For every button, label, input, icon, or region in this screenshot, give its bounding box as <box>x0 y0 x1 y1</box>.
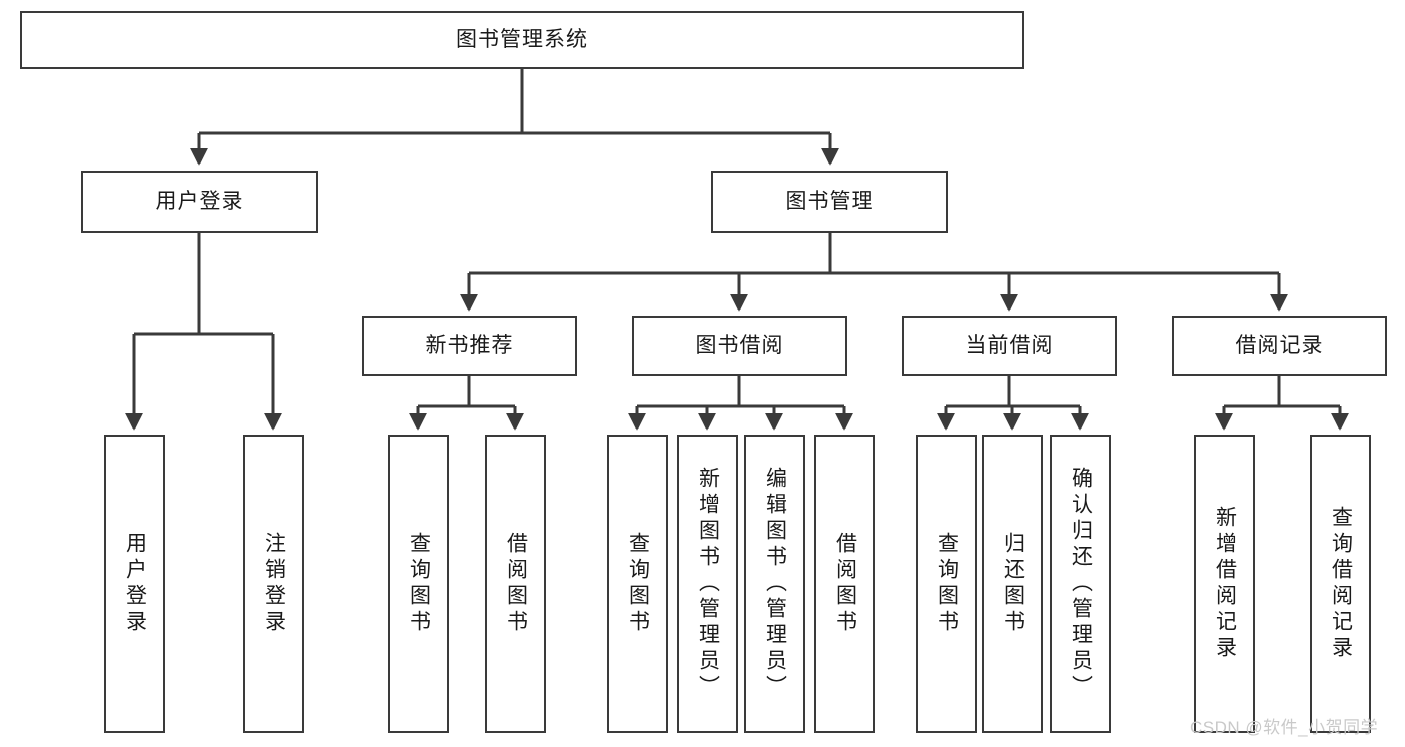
node-label: 确认归还（管理员） <box>1069 467 1093 701</box>
node-label: 新增图书（管理员） <box>696 467 720 701</box>
node-current-borrowing[interactable]: 当前借阅 <box>902 316 1117 376</box>
leaf-confirm-return-admin[interactable]: 确认归还（管理员） <box>1050 435 1111 733</box>
leaf-user-logout[interactable]: 注销登录 <box>243 435 304 733</box>
leaf-user-login[interactable]: 用户登录 <box>104 435 165 733</box>
node-label: 新书推荐 <box>425 334 514 358</box>
leaf-edit-book-admin[interactable]: 编辑图书（管理员） <box>744 435 805 733</box>
node-label: 图书借阅 <box>695 334 784 358</box>
node-label: 当前借阅 <box>965 334 1054 358</box>
leaf-borrow-book[interactable]: 借阅图书 <box>814 435 875 733</box>
node-label: 用户登录 <box>123 532 147 636</box>
node-label: 图书管理系统 <box>456 28 588 52</box>
node-label: 用户登录 <box>155 190 244 214</box>
node-label: 归还图书 <box>1001 532 1025 636</box>
leaf-query-book-current[interactable]: 查询图书 <box>916 435 977 733</box>
node-label: 查询图书 <box>626 532 650 636</box>
node-user-login[interactable]: 用户登录 <box>81 171 318 233</box>
watermark-text: CSDN @软件_小贺同学 <box>1190 718 1379 737</box>
node-label: 新增借阅记录 <box>1213 506 1237 662</box>
node-label: 查询图书 <box>407 532 431 636</box>
node-root-book-management-system[interactable]: 图书管理系统 <box>20 11 1024 69</box>
leaf-query-book-borrowing[interactable]: 查询图书 <box>607 435 668 733</box>
leaf-query-book-recommendation[interactable]: 查询图书 <box>388 435 449 733</box>
node-label: 借阅记录 <box>1235 334 1324 358</box>
node-label: 查询图书 <box>935 532 959 636</box>
leaf-add-borrow-record[interactable]: 新增借阅记录 <box>1194 435 1255 733</box>
node-label: 查询借阅记录 <box>1329 506 1353 662</box>
node-label: 图书管理 <box>785 190 874 214</box>
leaf-borrow-book-recommendation[interactable]: 借阅图书 <box>485 435 546 733</box>
leaf-add-book-admin[interactable]: 新增图书（管理员） <box>677 435 738 733</box>
leaf-query-borrow-record[interactable]: 查询借阅记录 <box>1310 435 1371 733</box>
leaf-return-book[interactable]: 归还图书 <box>982 435 1043 733</box>
node-label: 借阅图书 <box>504 532 528 636</box>
node-label: 注销登录 <box>262 532 286 636</box>
node-borrow-records[interactable]: 借阅记录 <box>1172 316 1387 376</box>
node-label: 编辑图书（管理员） <box>763 467 787 701</box>
node-label: 借阅图书 <box>833 532 857 636</box>
node-book-borrowing[interactable]: 图书借阅 <box>632 316 847 376</box>
node-new-book-recommendation[interactable]: 新书推荐 <box>362 316 577 376</box>
node-book-management[interactable]: 图书管理 <box>711 171 948 233</box>
